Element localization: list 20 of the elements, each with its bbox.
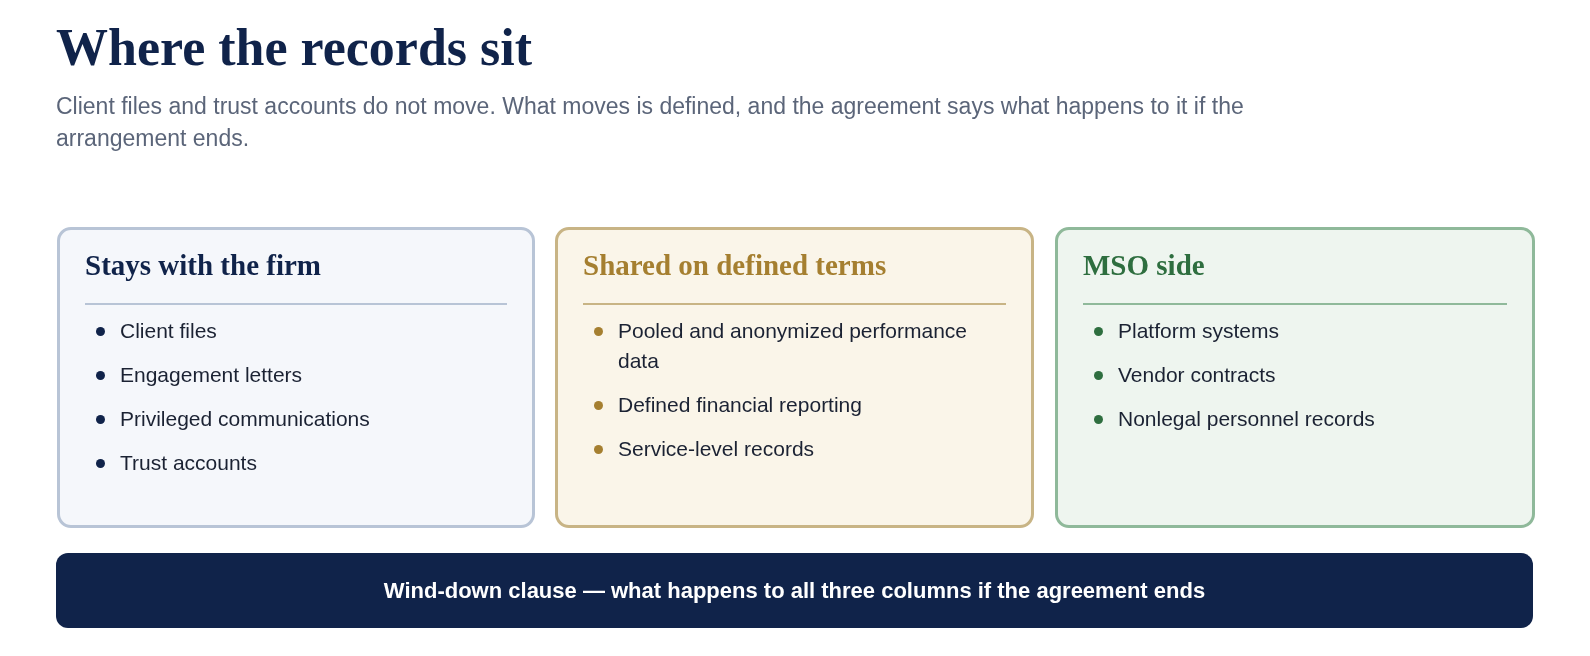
card-heading: MSO side [1083,248,1205,283]
list-item-text: Defined financial reporting [618,392,863,418]
subtitle-text: Client files and trust accounts do not move. What moves is defined, and the agreement says what happens to it if the arrangement ends. [56,92,1245,153]
page-title: Where the records sit [56,18,533,78]
list-item-text: Pooled and anonymized performance data [618,318,969,374]
list-item-text: Trust accounts [120,450,258,476]
card-heading: Shared on defined terms [583,248,887,283]
list-item-text: Service-level records [618,436,816,462]
column-card [57,227,535,528]
bar-text: Wind-down clause — what happens to all three columns if the agreement ends [383,576,1206,605]
list-item-text: Privileged communications [120,406,371,432]
list-item-text: Client files [120,318,218,344]
list-item-text: Vendor contracts [1118,362,1277,388]
card-heading: Stays with the firm [85,248,321,283]
column-card [555,227,1034,528]
list-item-text: Engagement letters [120,362,304,388]
list-item-text: Platform systems [1118,318,1281,344]
column-card [1055,227,1535,528]
list-item-text: Nonlegal personnel records [1118,406,1376,432]
footer-bar [56,553,1533,628]
